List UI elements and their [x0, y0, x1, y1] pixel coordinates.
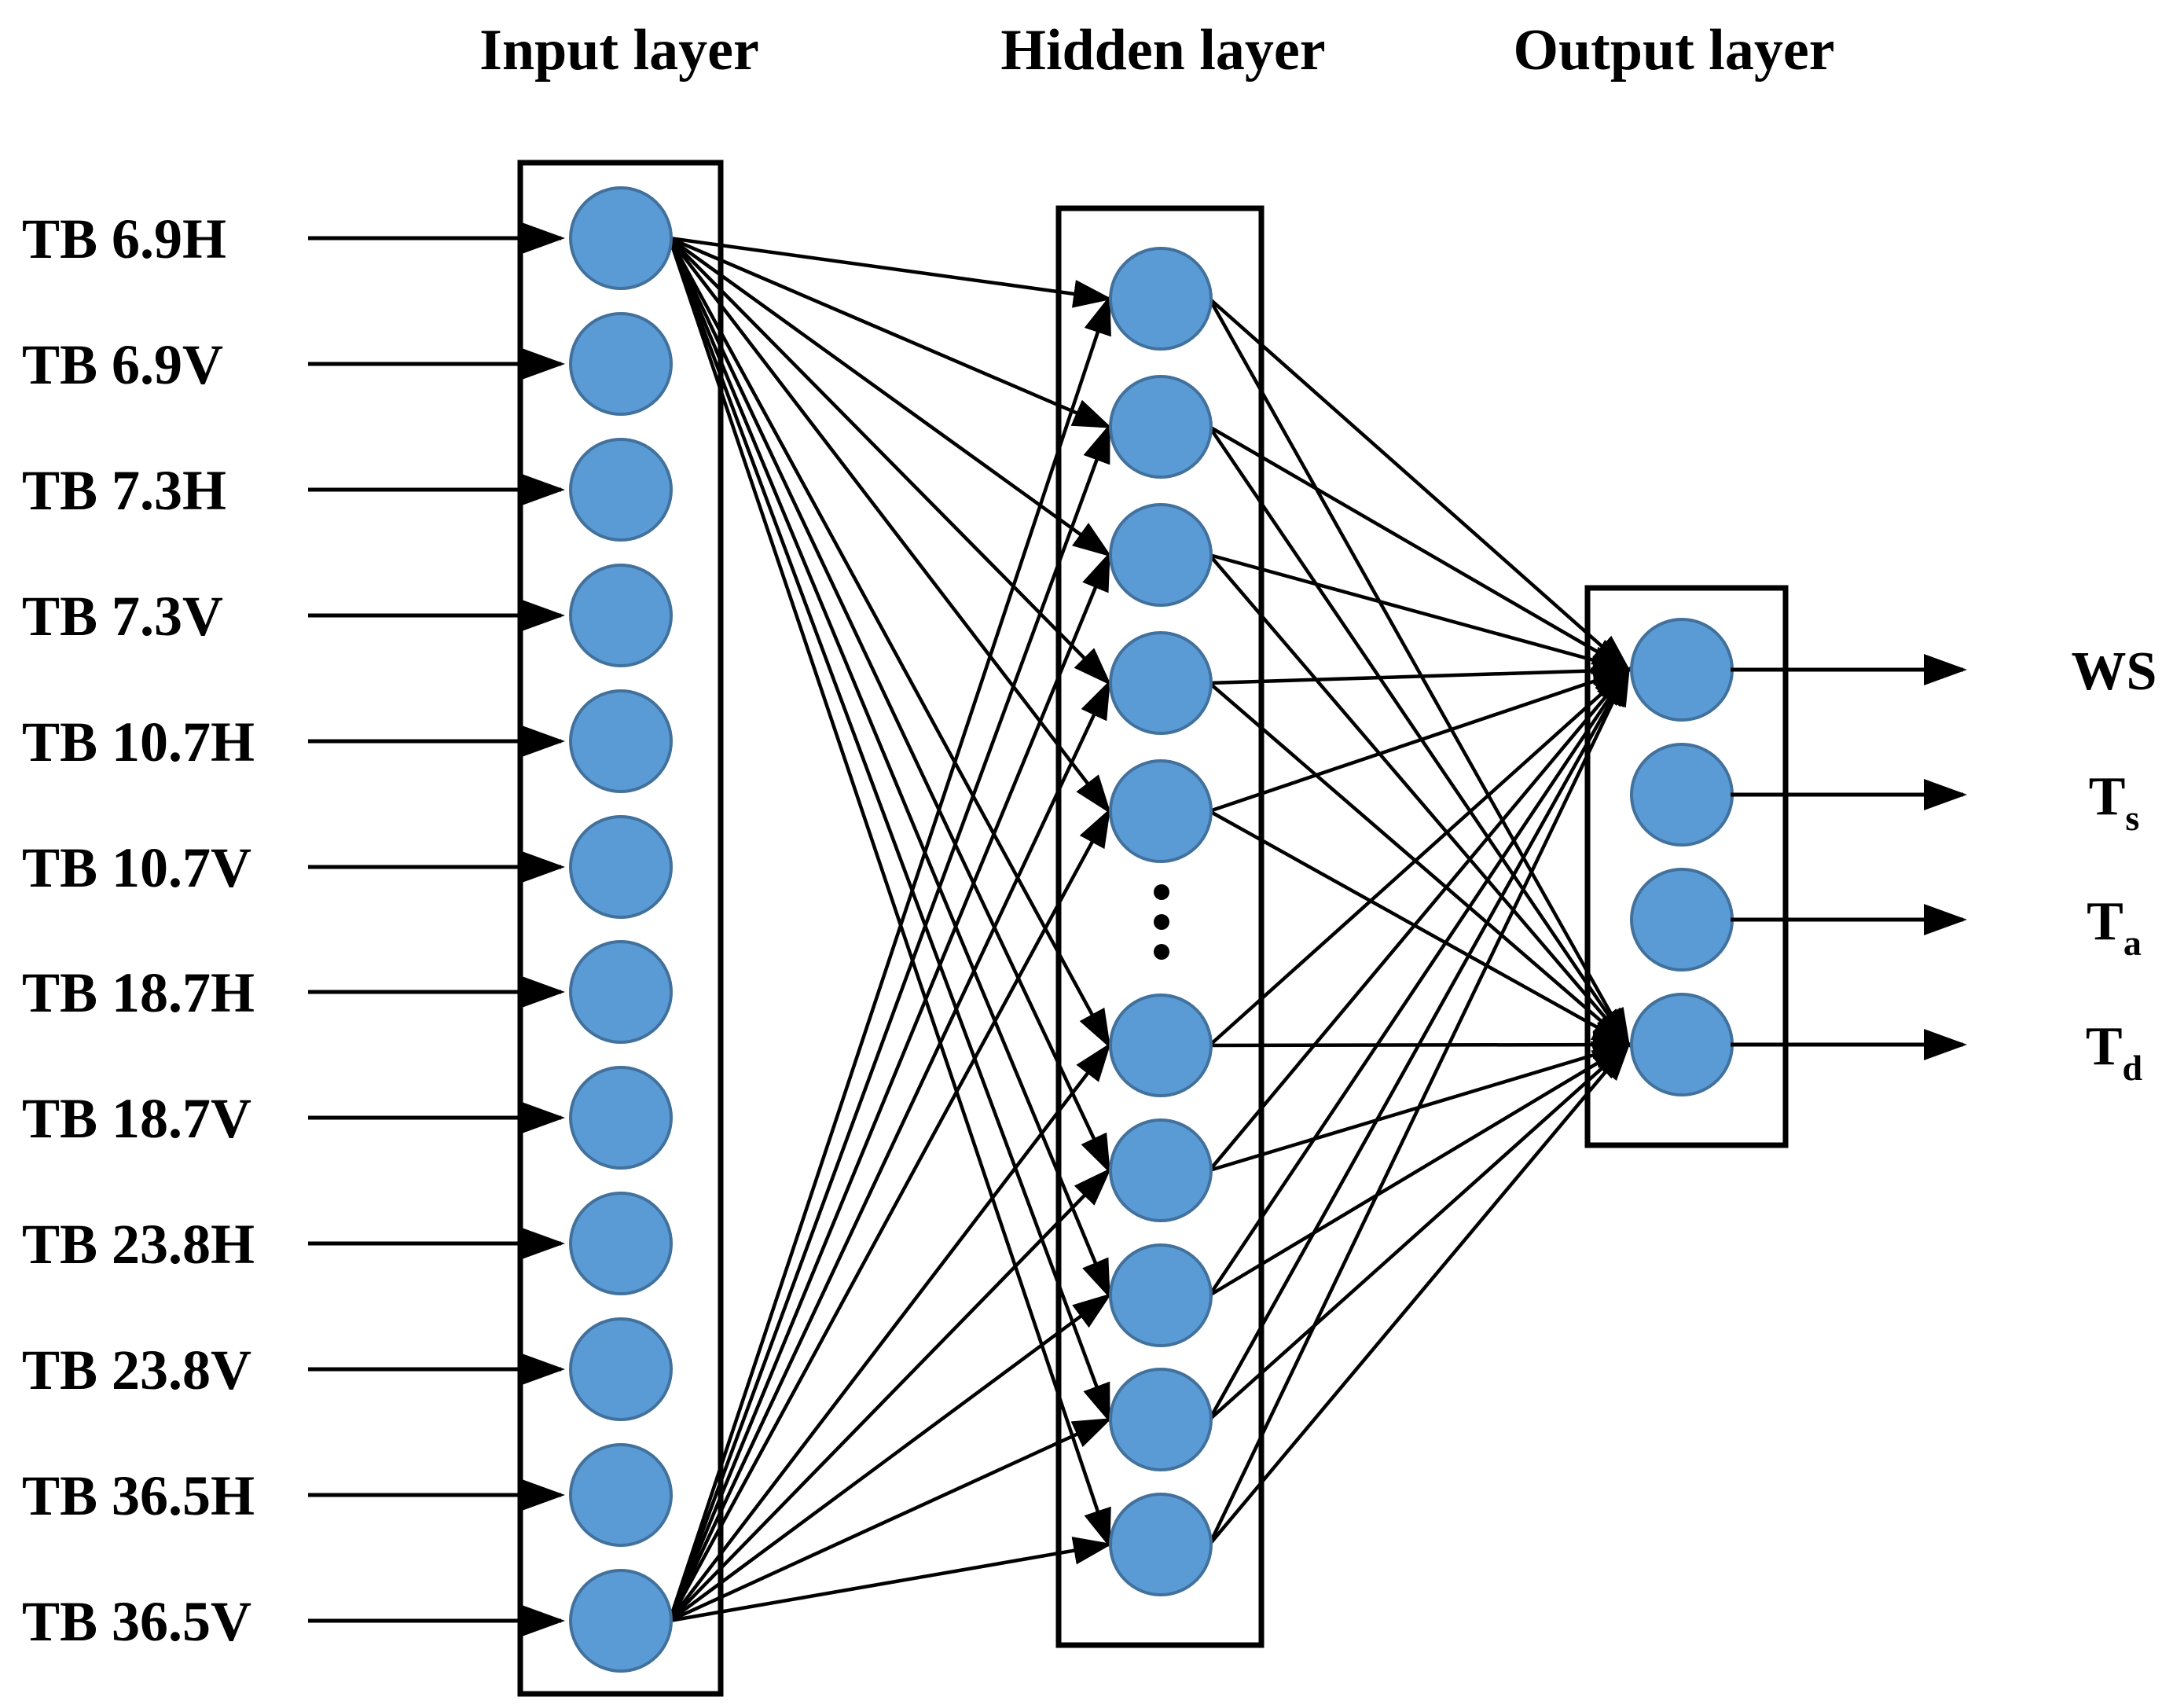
- connection-input-to-hidden: [667, 679, 1111, 1622]
- connection-input-to-hidden: [667, 237, 1111, 1423]
- connection-hidden-to-output: [1208, 297, 1631, 1048]
- input-node-3: [569, 438, 673, 542]
- input-label: TB 23.8V: [22, 1339, 251, 1401]
- connection-hidden-to-output: [1208, 425, 1631, 1048]
- input-label: TB 10.7H: [22, 711, 255, 773]
- hidden-node-2: [1109, 375, 1213, 479]
- hidden-node-4: [1109, 631, 1213, 735]
- hidden-node-3: [1109, 503, 1213, 607]
- connection-hidden-to-output: [1208, 297, 1632, 672]
- hidden-node-7: [1109, 1118, 1213, 1222]
- ellipsis-dot: [1154, 914, 1169, 930]
- input-node-4: [569, 564, 673, 667]
- connection-hidden-to-output: [1208, 667, 1631, 1172]
- input-node-12: [569, 1569, 673, 1673]
- connection-input-to-hidden: [667, 237, 1111, 1548]
- output-label-base: T: [2087, 891, 2123, 952]
- input-node-6: [569, 815, 673, 919]
- connection-input-to-hidden: [669, 236, 1113, 308]
- input-label: TB 36.5H: [22, 1464, 255, 1527]
- connection-input-to-hidden: [668, 1293, 1112, 1622]
- connection-input-to-hidden: [668, 237, 1112, 557]
- connection-hidden-to-output: [1208, 425, 1632, 672]
- input-label: TB 7.3V: [22, 585, 223, 648]
- connection-hidden-to-output: [1208, 810, 1632, 1047]
- output-label-subscript: s: [2125, 798, 2139, 838]
- input-label: TB 6.9H: [22, 208, 226, 270]
- output-label: WS: [2072, 641, 2157, 702]
- input-layer-box: [517, 160, 724, 1697]
- input-label: TB 18.7V: [22, 1087, 251, 1150]
- connection-input-to-hidden: [667, 551, 1111, 1622]
- connection-hidden-to-output: [1208, 681, 1632, 1047]
- connection-hidden-to-output: [1208, 667, 1631, 1297]
- connection-hidden-to-output: [1208, 1041, 1631, 1546]
- connection-hidden-to-output: [1208, 553, 1631, 1048]
- ellipsis-dot: [1154, 944, 1169, 960]
- output-node-3: [1630, 868, 1734, 972]
- connection-input-to-hidden: [667, 295, 1111, 1622]
- input-node-8: [569, 1066, 673, 1170]
- connection-hidden-to-output: [1209, 656, 1632, 685]
- connection-input-to-hidden: [669, 1417, 1113, 1623]
- input-node-2: [569, 312, 673, 416]
- connection-input-to-hidden: [667, 423, 1111, 1622]
- output-node-4: [1630, 993, 1734, 1096]
- connection-input-to-hidden: [668, 237, 1112, 686]
- hidden-node-5: [1109, 759, 1213, 863]
- output-label: Ta: [2087, 891, 2142, 963]
- input-label: TB 10.7V: [22, 836, 251, 899]
- hidden-node-1: [1109, 247, 1213, 351]
- connection-hidden-to-output: [1208, 667, 1632, 1047]
- ellipsis-dot: [1154, 884, 1169, 900]
- output-node-2: [1630, 743, 1734, 847]
- connection-input-to-hidden: [667, 237, 1111, 1174]
- title-hidden-layer: Hidden layer: [1000, 18, 1325, 83]
- title-output-layer: Output layer: [1513, 18, 1834, 83]
- input-node-5: [569, 689, 673, 793]
- input-label: TB 18.7H: [22, 961, 255, 1024]
- hidden-node-9: [1109, 1368, 1213, 1471]
- connection-input-to-hidden: [669, 236, 1113, 429]
- hidden-node-6: [1109, 994, 1213, 1097]
- input-node-7: [569, 940, 673, 1044]
- output-label: Td: [2086, 1016, 2143, 1088]
- input-label: TB 23.8H: [22, 1213, 255, 1276]
- connection-input-to-hidden: [668, 237, 1111, 1049]
- connection-hidden-to-output: [1209, 553, 1632, 674]
- connection-hidden-to-output: [1208, 1042, 1632, 1297]
- output-label-base: T: [2089, 766, 2126, 827]
- input-node-11: [569, 1443, 673, 1547]
- connection-input-to-hidden: [668, 808, 1111, 1622]
- output-label-base: T: [2086, 1016, 2123, 1077]
- connection-hidden-to-output: [1208, 1041, 1632, 1421]
- connection-input-to-hidden: [668, 1042, 1111, 1622]
- input-label: TB 7.3H: [22, 459, 226, 522]
- hidden-node-10: [1109, 1493, 1213, 1596]
- hidden-layer-box: [1055, 205, 1265, 1648]
- hidden-node-8: [1109, 1243, 1213, 1347]
- output-label-subscript: a: [2123, 923, 2142, 963]
- output-label-base: WS: [2072, 641, 2157, 702]
- input-node-1: [569, 186, 673, 290]
- output-layer-box: [1584, 585, 1789, 1148]
- connection-input-to-hidden: [668, 237, 1111, 814]
- input-label: TB 6.9V: [22, 333, 223, 396]
- connection-hidden-to-output: [1209, 1041, 1632, 1173]
- title-input-layer: Input layer: [479, 18, 759, 83]
- connection-input-to-hidden: [667, 237, 1111, 1299]
- connection-input-to-hidden: [668, 1167, 1112, 1622]
- connection-hidden-to-output: [1209, 667, 1632, 814]
- input-label: TB 36.5V: [22, 1590, 251, 1653]
- output-node-1: [1630, 618, 1734, 722]
- connection-input-to-hidden: [669, 1536, 1113, 1623]
- output-label-subscript: d: [2123, 1048, 2143, 1088]
- input-node-10: [569, 1317, 673, 1421]
- input-node-9: [569, 1192, 673, 1295]
- output-label: Ts: [2089, 766, 2140, 838]
